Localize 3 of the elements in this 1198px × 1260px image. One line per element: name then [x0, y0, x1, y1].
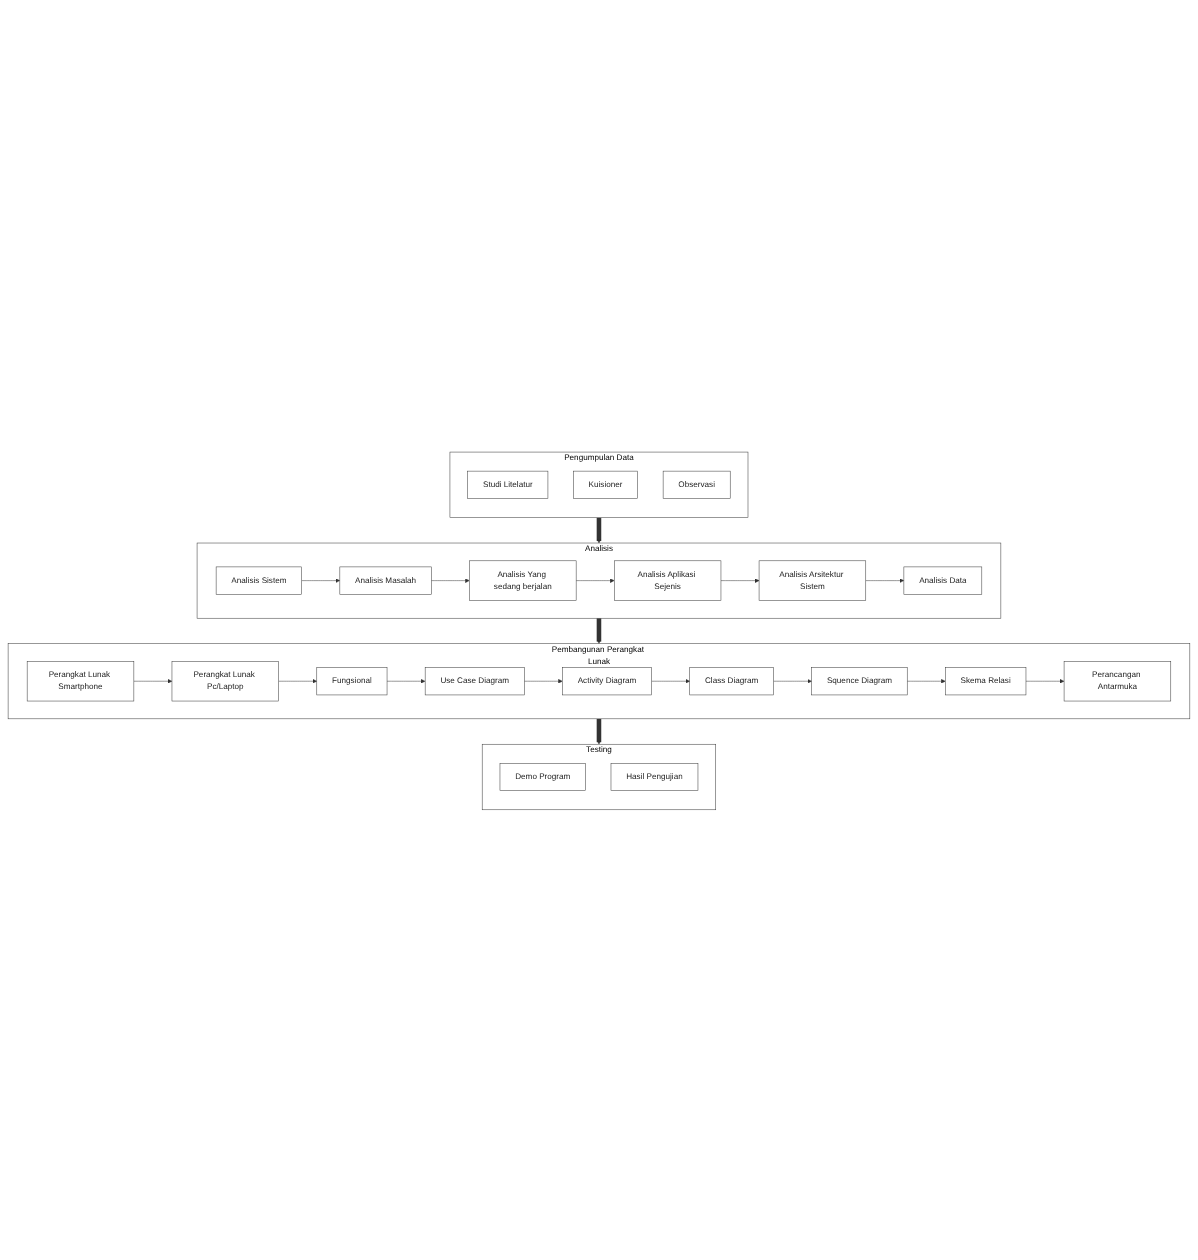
arrow	[596, 617, 602, 643]
arrow	[596, 516, 602, 543]
arrow	[596, 717, 602, 744]
